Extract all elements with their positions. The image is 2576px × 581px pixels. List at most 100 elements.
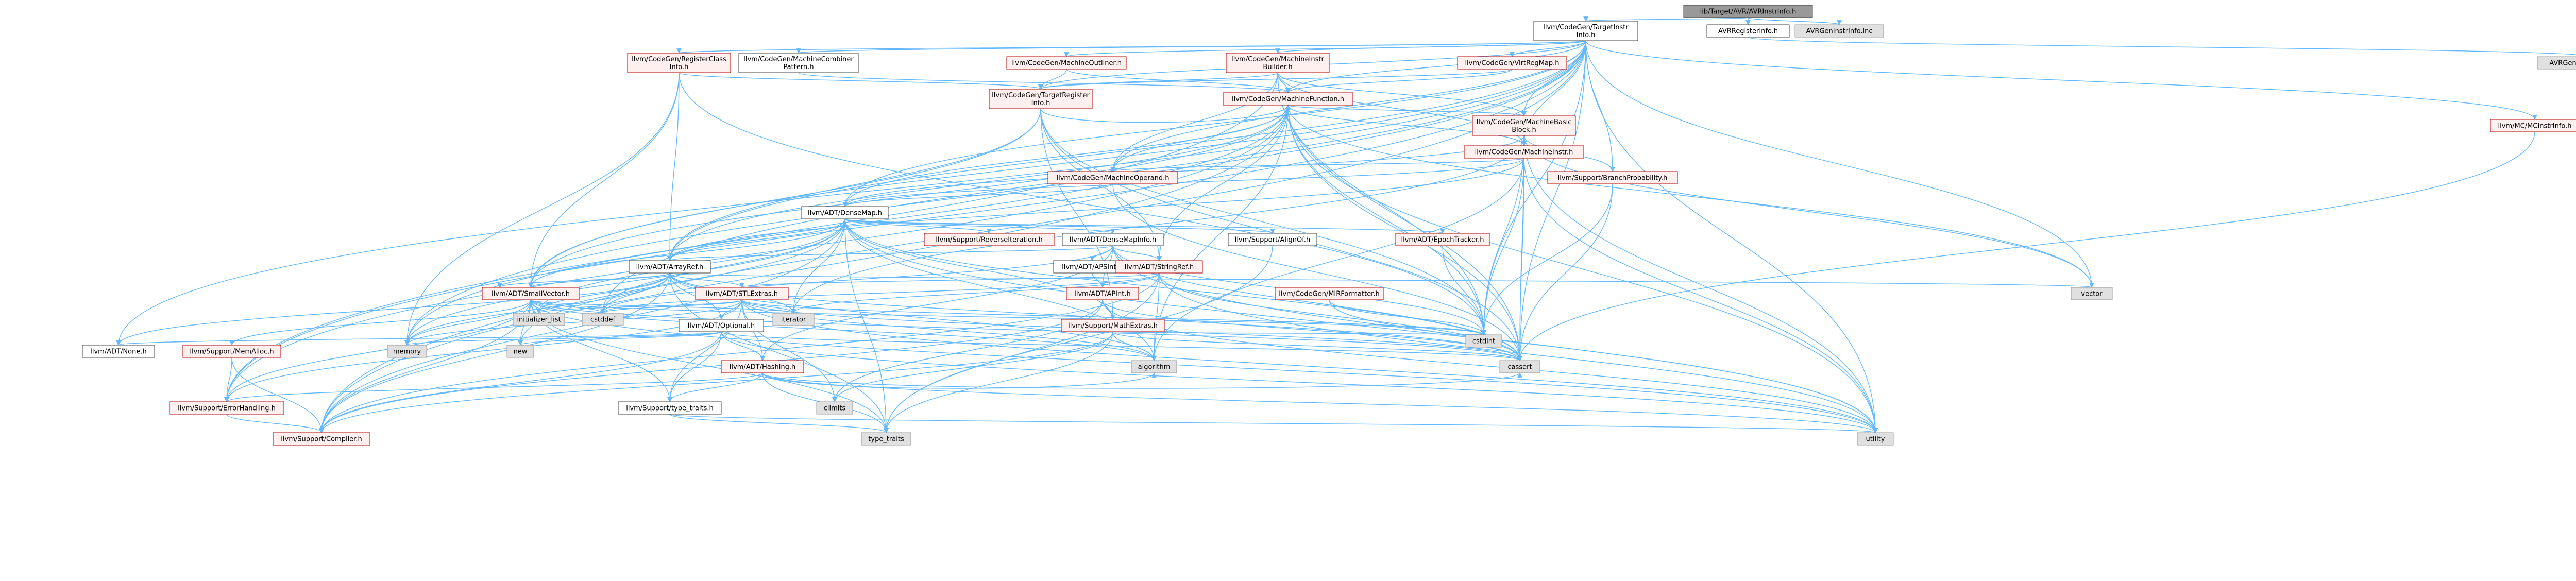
node-bp[interactable]: llvm/Support/BranchProbability.h [1547,171,1678,184]
node-mathext[interactable]: llvm/Support/MathExtras.h [1061,319,1165,332]
node-apint[interactable]: llvm/ADT/APInt.h [1066,287,1139,300]
node-mf[interactable]: llvm/CodeGen/MachineFunction.h [1223,92,1353,106]
edge-rci-to-smallvec [528,72,680,288]
edge-optional-to-typetraits_llvm [667,331,722,402]
node-box [2071,287,2113,300]
edge-hashing-to-errh [224,372,763,402]
node-label: Builder.h [1263,63,1292,71]
node-box [679,319,764,332]
node-label: llvm/Support/ReverseIteration.h [936,236,1043,244]
node-label: llvm/Support/AlignOf.h [1235,236,1311,244]
node-typetraits_llvm[interactable]: llvm/Support/type_traits.h [618,401,722,415]
node-label: type_traits [868,436,904,443]
edge-densemap-to-type_traits [844,218,889,433]
edge-smallvec-to-memory [404,299,531,346]
node-stlextras[interactable]: llvm/ADT/STLExtras.h [695,287,789,300]
node-label: llvm/MC/MCInstrInfo.h [2498,123,2572,130]
node-alignof[interactable]: llvm/Support/AlignOf.h [1228,233,1317,246]
node-mo[interactable]: llvm/CodeGen/MachineOperand.h [1047,171,1178,184]
edge-stlextras-to-utility [741,299,1878,433]
edge-rci-to-tri [679,72,1043,90]
edge-densemap-to-arrayref [667,218,845,261]
edge-tii-to-cassert [1517,40,1586,361]
node-box [1683,5,1813,18]
edge-densemap-to-epoch [844,218,1445,234]
node-label: llvm/Support/Compiler.h [281,436,362,443]
edge-densemap-to-smallvec [528,218,845,288]
node-epoch[interactable]: llvm/ADT/EpochTracker.h [1395,233,1490,246]
node-hashing[interactable]: llvm/ADT/Hashing.h [721,360,804,373]
node-label: llvm/ADT/DenseMap.h [808,210,882,217]
edge-mathext-to-cstdint [1112,330,1485,335]
node-compiler[interactable]: llvm/Support/Compiler.h [273,432,370,446]
edge-mathext-to-compiler [319,331,1113,433]
node-box [1226,53,1330,73]
edge-mathext-to-algorithm [1112,331,1157,361]
node-box [273,432,370,446]
node-smallvec[interactable]: llvm/ADT/SmallVector.h [482,287,580,300]
edge-mi-to-cassert [1517,158,1524,361]
node-label: llvm/CodeGen/MachineInstr.h [1475,149,1573,157]
edge-hashing-to-algorithm [762,372,1157,389]
node-outliner[interactable]: llvm/CodeGen/MachineOutliner.h [1006,56,1127,70]
node-stringref[interactable]: llvm/ADT/StringRef.h [1115,260,1203,274]
edge-arrayref-to-smallvec [528,272,670,288]
node-label: llvm/ADT/DenseMapInfo.h [1070,236,1156,244]
node-label: llvm/ADT/EpochTracker.h [1401,236,1484,244]
node-label: llvm/CodeGen/MIRFormatter.h [1279,290,1379,298]
edge-smallvec-to-utility [530,299,1878,433]
node-mcinst[interactable]: llvm/MC/MCInstrInfo.h [2490,119,2576,132]
edge-mi-to-mo [1110,158,1524,172]
edge-dmi-to-stringref [1112,245,1162,261]
node-label: llvm/CodeGen/VirtRegMap.h [1465,60,1559,67]
node-mirfmt[interactable]: llvm/CodeGen/MIRFormatter.h [1275,287,1384,300]
node-densemap[interactable]: llvm/ADT/DenseMap.h [801,206,889,219]
node-dmi[interactable]: llvm/ADT/DenseMapInfo.h [1062,233,1164,246]
node-arrayref[interactable]: llvm/ADT/ArrayRef.h [629,260,711,274]
node-label: llvm/Support/MemAlloc.h [190,348,274,356]
node-label: llvm/Support/ErrorHandling.h [178,405,276,413]
edge-densemap-to-alignof [844,218,1275,234]
dependency-edges [116,16,2576,433]
node-box [801,206,889,219]
edge-mi-to-arrayref [667,158,1524,261]
edge-dmi-to-arrayref [667,245,1113,261]
node-label: cstdint [1472,338,1495,346]
node-errh[interactable]: llvm/Support/ErrorHandling.h [169,401,284,415]
node-vrm[interactable]: llvm/CodeGen/VirtRegMap.h [1457,56,1567,70]
node-label: new [514,348,528,356]
node-memalloc[interactable]: llvm/Support/MemAlloc.h [182,345,281,358]
node-box [924,233,1055,246]
node-box [618,401,722,415]
node-none[interactable]: llvm/ADT/None.h [82,345,155,358]
edge-optional-to-cassert [721,331,1522,361]
node-label: Info.h [1577,31,1596,39]
node-label: llvm/ADT/APInt.h [1074,290,1130,298]
edge-tii-to-arrayref [667,40,1586,261]
node-type_traits: type_traits [861,432,911,446]
node-label: vector [2081,290,2103,298]
edge-bp-to-cstdint [1481,183,1613,335]
node-revit[interactable]: llvm/Support/ReverseIteration.h [924,233,1055,246]
node-avrreg[interactable]: AVRRegisterInfo.h [1706,24,1790,38]
edge-tri-to-cstdint [1040,108,1486,335]
node-label: llvm/ADT/Optional.h [688,322,755,330]
node-mi[interactable]: llvm/CodeGen/MachineInstr.h [1464,145,1584,159]
node-label: cassert [1507,364,1532,371]
edge-tii-to-none [116,40,1586,346]
node-label: llvm/CodeGen/MachineFunction.h [1232,96,1344,104]
node-label: llvm/ADT/None.h [90,348,146,356]
node-optional[interactable]: llvm/ADT/Optional.h [679,319,764,332]
node-label: llvm/Support/type_traits.h [626,405,714,413]
edge-stlextras-to-memory [404,299,742,346]
edge-root-to-avrgeninstr [1748,17,1842,25]
node-label: climits [824,405,846,413]
edge-tii-to-mcinst [1585,40,2537,120]
edge-densemap-to-dmi [844,218,1115,234]
